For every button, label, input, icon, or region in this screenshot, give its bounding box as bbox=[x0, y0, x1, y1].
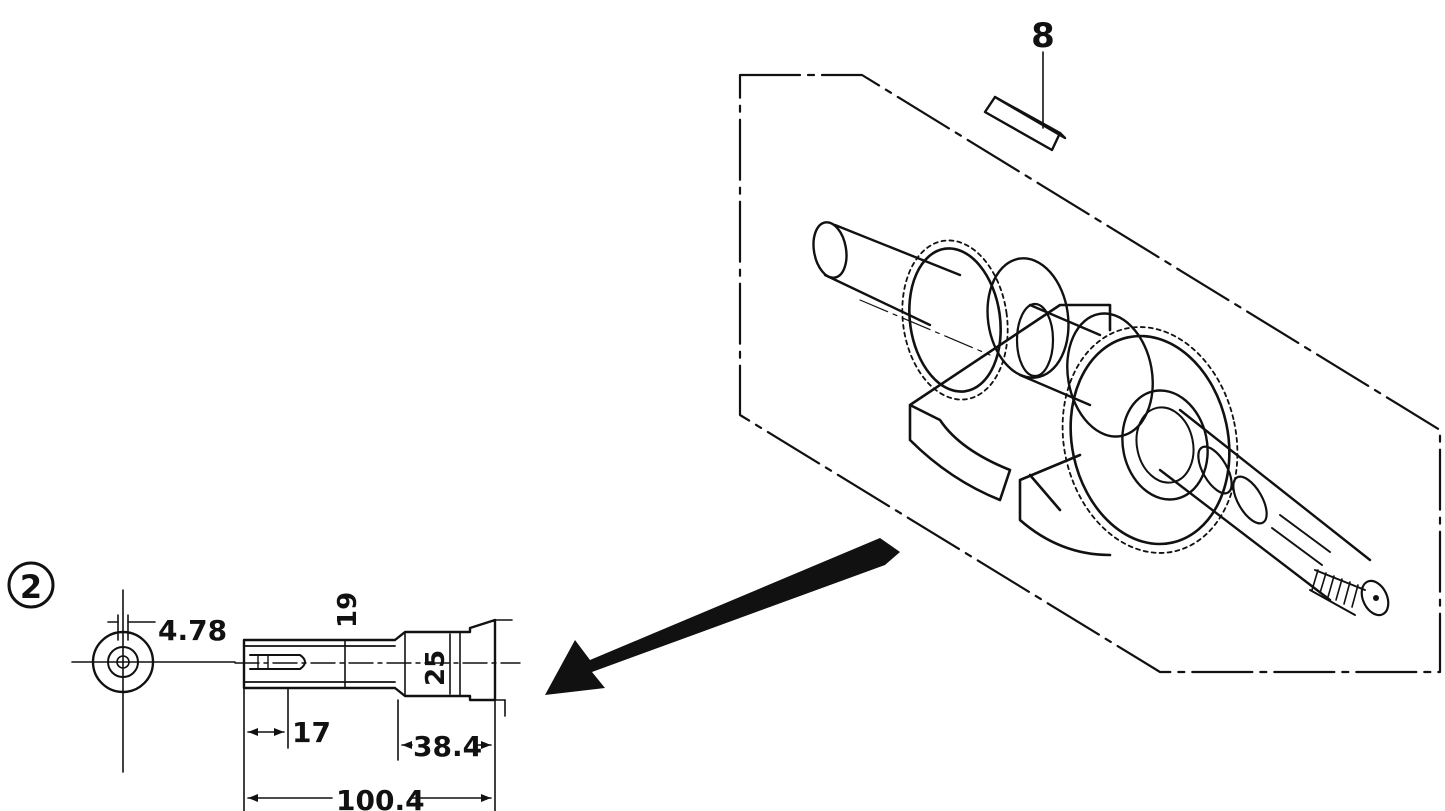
dim-keyway-width: 4.78 bbox=[158, 614, 227, 647]
dim-keyway-length: 17 bbox=[292, 716, 331, 749]
timing-gear-left bbox=[901, 239, 1070, 401]
crankshaft-illustration bbox=[812, 221, 1390, 617]
dim-shaft-diameter-small: 19 bbox=[333, 592, 363, 628]
shaft-side-view: 19 25 17 38.4 100.4 bbox=[234, 592, 521, 811]
exploded-view-frame bbox=[738, 73, 1442, 674]
dim-overall-length: 100.4 bbox=[336, 784, 425, 811]
dim-shaft-diameter-large: 25 bbox=[421, 650, 451, 686]
timing-gear-right bbox=[1061, 326, 1239, 554]
detail-callout-number: 2 bbox=[20, 568, 42, 606]
key-part-number: 8 bbox=[1031, 16, 1055, 56]
detail-callout: 2 bbox=[7, 561, 55, 609]
detail-arrow bbox=[545, 538, 900, 695]
dim-shoulder-length: 38.4 bbox=[413, 730, 482, 763]
key-part: 8 bbox=[983, 16, 1067, 152]
shaft-end-view: 4.78 bbox=[71, 589, 236, 773]
